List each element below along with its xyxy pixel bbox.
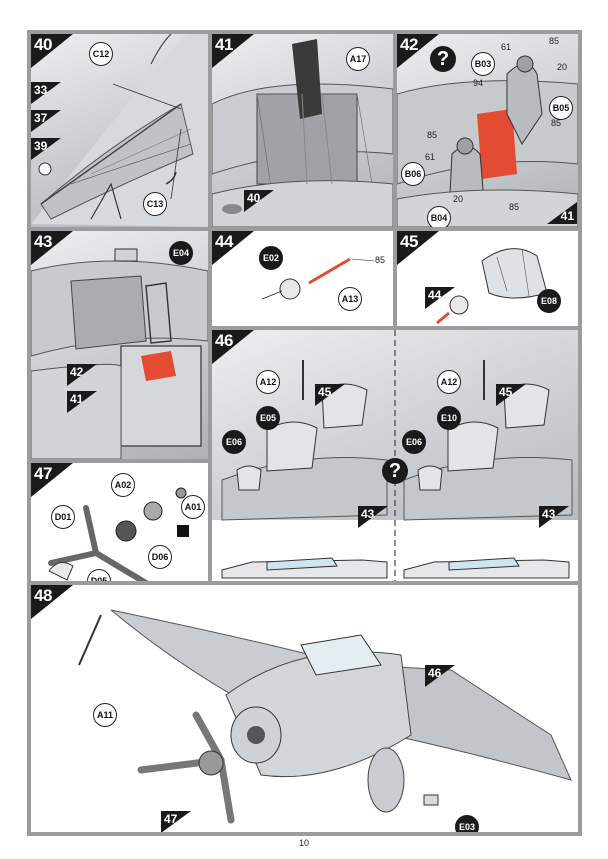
step-number: 44 bbox=[215, 232, 233, 251]
paint-code: 85 bbox=[375, 255, 386, 265]
question-mark-icon: ? bbox=[382, 458, 408, 484]
part-callout: B06 bbox=[401, 162, 425, 186]
part-callout: B04 bbox=[427, 206, 451, 227]
step-number: 41 bbox=[215, 35, 233, 54]
step-41-panel: 41 A17 40 bbox=[212, 34, 393, 227]
instruction-frame: 40 C12 C13 33 37 39 41 A17 40 bbox=[27, 30, 582, 836]
paint-code: 61 bbox=[501, 42, 512, 52]
part-callout: C12 bbox=[89, 42, 113, 66]
part-callout: E06 bbox=[222, 430, 246, 454]
part-callout: D01 bbox=[51, 505, 75, 529]
part-callout: A02 bbox=[111, 473, 135, 497]
part-callout: C13 bbox=[143, 192, 167, 216]
paint-code: 20 bbox=[453, 194, 464, 204]
step-46-panel: 46 ? A12 E05 E06 A12 E10 E06 45 43 45 43 bbox=[212, 330, 578, 581]
step-46-drawing bbox=[212, 330, 578, 581]
part-callout: E04 bbox=[169, 241, 193, 265]
step-number: 47 bbox=[34, 464, 52, 483]
step-48-panel: 48 A11 E03 46 47 bbox=[31, 585, 578, 832]
part-callout: A01 bbox=[181, 495, 205, 519]
step-number: 43 bbox=[34, 232, 52, 251]
step-number: 48 bbox=[34, 586, 52, 605]
step-45-panel: 45 E08 44 bbox=[397, 231, 578, 326]
paint-code: 85 bbox=[427, 130, 438, 140]
step-48-drawing bbox=[78, 609, 572, 824]
paint-code: 85 bbox=[551, 118, 562, 128]
part-callout: A17 bbox=[346, 47, 370, 71]
paint-code: 94 bbox=[473, 78, 484, 88]
step-number: 46 bbox=[215, 331, 233, 350]
step-47-drawing bbox=[48, 487, 189, 581]
step-number: 42 bbox=[400, 35, 418, 54]
step-40-panel: 40 C12 C13 33 37 39 bbox=[31, 34, 208, 227]
step-47-panel: 47 A02 A01 D01 D06 D05 bbox=[31, 463, 208, 581]
paint-code: 61 bbox=[425, 152, 436, 162]
part-callout: E03 bbox=[455, 815, 479, 832]
step-42-drawing bbox=[397, 55, 578, 227]
part-callout: A12 bbox=[256, 370, 280, 394]
step-44-drawing bbox=[261, 257, 375, 300]
part-callout: D06 bbox=[148, 545, 172, 569]
part-callout: E06 bbox=[402, 430, 426, 454]
step-44-panel: 44 E02 A13 85 bbox=[212, 231, 393, 326]
step-43-drawing bbox=[31, 248, 208, 459]
part-callout: A11 bbox=[93, 703, 117, 727]
step-43-panel: 43 E04 42 41 bbox=[31, 231, 208, 459]
step-number: 40 bbox=[34, 35, 52, 54]
part-callout: E10 bbox=[437, 406, 461, 430]
question-mark-icon: ? bbox=[430, 46, 456, 72]
page-number: 10 bbox=[298, 838, 309, 848]
step-40-drawing bbox=[31, 34, 208, 227]
part-callout: E08 bbox=[537, 289, 561, 313]
paint-code: 20 bbox=[557, 62, 568, 72]
step-42-panel: 42 ? B03 B05 B06 B04 61 85 94 20 85 85 6… bbox=[397, 34, 578, 227]
paint-code: 85 bbox=[549, 36, 560, 46]
part-callout: B03 bbox=[471, 52, 495, 76]
part-callout: E02 bbox=[259, 246, 283, 270]
part-callout: A12 bbox=[437, 370, 461, 394]
part-callout: B05 bbox=[549, 96, 573, 120]
part-callout: E05 bbox=[256, 406, 280, 430]
paint-code: 85 bbox=[509, 202, 520, 212]
part-callout: A13 bbox=[338, 287, 362, 311]
step-number: 45 bbox=[400, 232, 418, 251]
